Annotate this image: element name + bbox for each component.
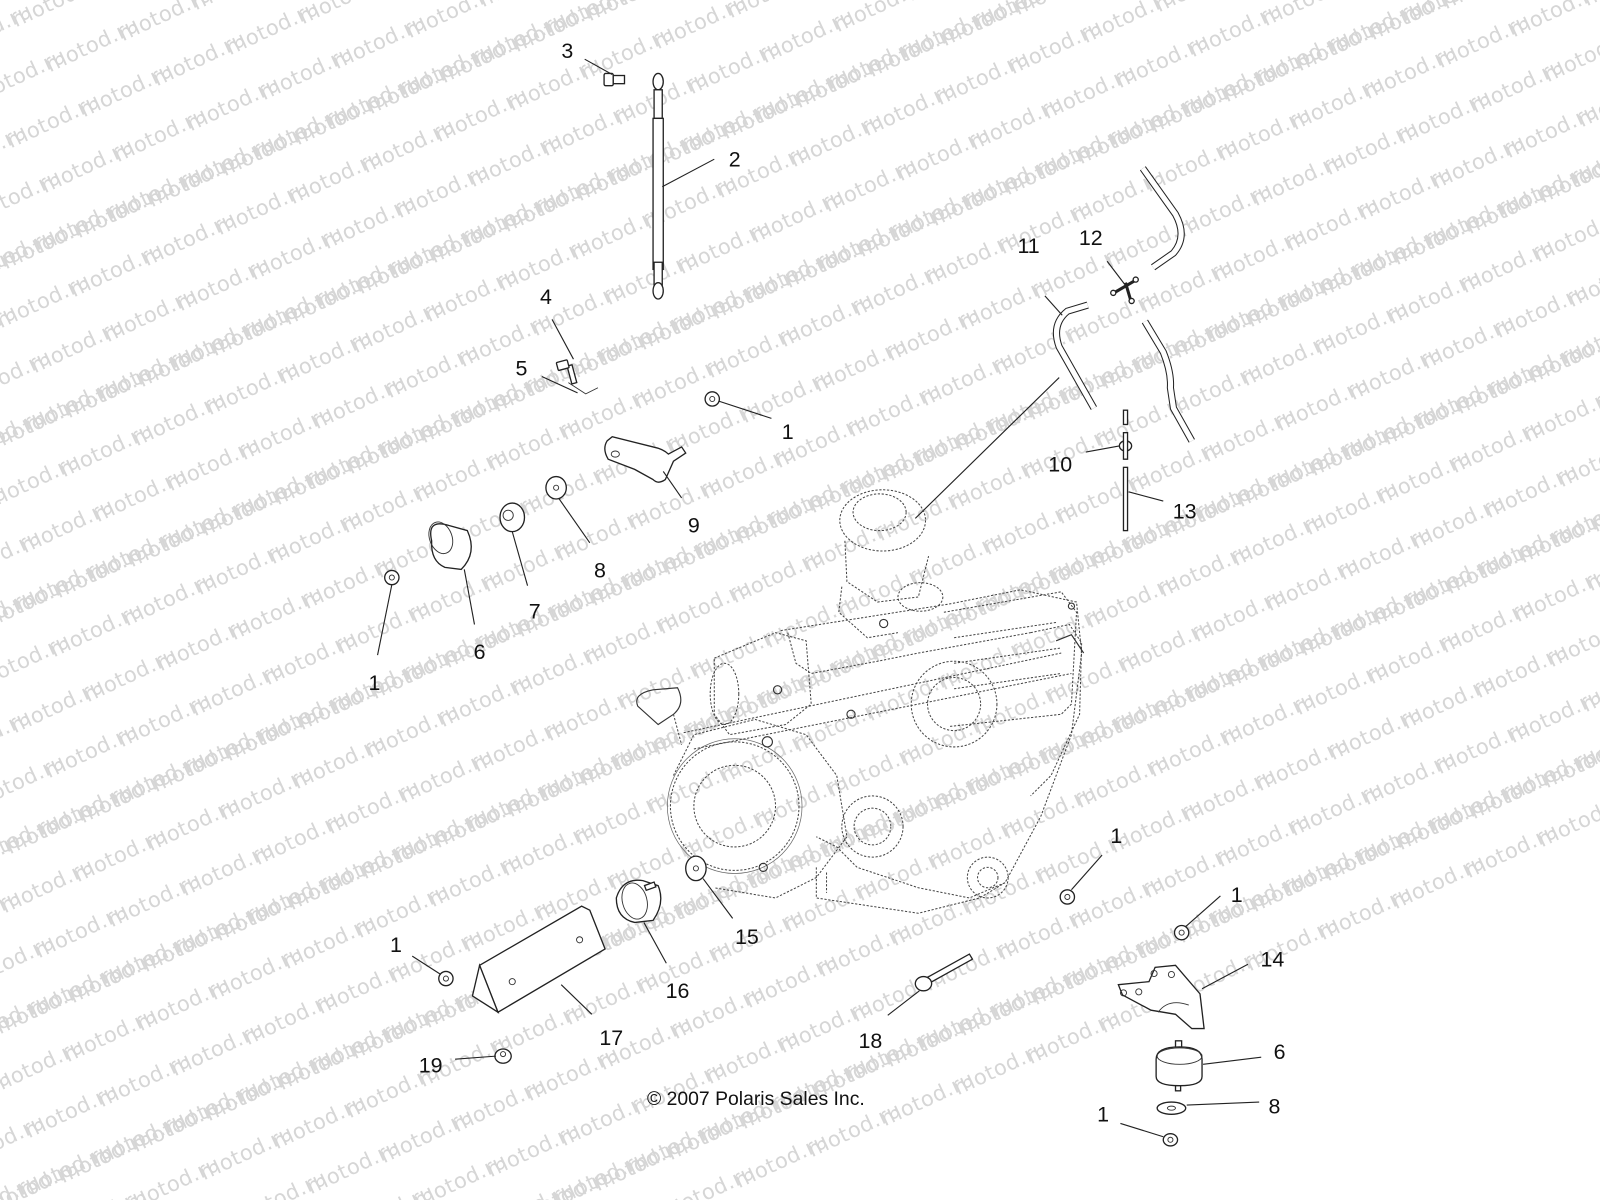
part-8-washer[interactable] (1156, 1101, 1187, 1115)
callout-9: 9 (688, 514, 700, 538)
part-vent-hose-upper[interactable] (1139, 166, 1185, 271)
part-8-washer[interactable] (545, 475, 567, 500)
callout-16: 16 (666, 979, 690, 1003)
part-13-vent-line[interactable] (1122, 466, 1129, 532)
callout-11: 11 (1017, 234, 1039, 258)
copyright-notice: © 2007 Polaris Sales Inc. (647, 1088, 865, 1110)
part-2-ground-cable[interactable] (652, 72, 664, 300)
callout-5: 5 (515, 357, 527, 381)
callout-3: 3 (561, 39, 573, 63)
callout-13: 13 (1173, 499, 1197, 523)
callout-1: 1 (1097, 1102, 1109, 1126)
callout-4: 4 (540, 285, 552, 309)
callout-8: 8 (594, 559, 606, 583)
part-1-nut[interactable] (704, 391, 721, 407)
part-14-mount-bracket[interactable] (1117, 964, 1205, 1030)
callout-6: 6 (1274, 1040, 1286, 1064)
part-18-bolt[interactable] (914, 953, 974, 992)
callout-8: 8 (1269, 1094, 1281, 1118)
part-16-engine-mount[interactable] (615, 879, 662, 924)
callout-1: 1 (782, 420, 794, 444)
callout-10: 10 (1048, 452, 1072, 476)
callout-1: 1 (1110, 824, 1122, 848)
part-6-engine-mount[interactable] (425, 519, 472, 571)
part-9-bracket[interactable] (604, 436, 687, 483)
callout-12: 12 (1079, 226, 1103, 250)
callout-2: 2 (729, 147, 741, 171)
part-17-mount-plate[interactable] (471, 905, 606, 1014)
callout-18: 18 (859, 1029, 883, 1053)
callout-19: 19 (419, 1053, 443, 1077)
part-1-nut[interactable] (1059, 889, 1076, 905)
part-19-nut[interactable] (494, 1048, 512, 1064)
part-6-engine-mount[interactable] (1155, 1040, 1203, 1092)
part-1-nut[interactable] (1173, 924, 1190, 941)
callout-14: 14 (1261, 947, 1285, 971)
part-vent-hose-lower[interactable] (1141, 319, 1195, 443)
callout-1: 1 (369, 671, 381, 695)
callout-15: 15 (735, 925, 759, 949)
part-15-washer[interactable] (685, 855, 707, 882)
part-3-screw[interactable] (603, 72, 626, 87)
engine-assembly (636, 489, 1085, 914)
part-5-clip[interactable] (568, 382, 599, 395)
callout-6: 6 (474, 640, 486, 664)
part-7-spacer[interactable] (499, 502, 526, 533)
part-1-nut[interactable] (438, 970, 454, 987)
part-1-nut[interactable] (384, 569, 400, 586)
callout-1: 1 (1231, 883, 1243, 907)
callout-7: 7 (529, 599, 541, 623)
part-11-vent-hose[interactable] (1052, 301, 1097, 410)
part-1-nut[interactable] (1162, 1133, 1179, 1147)
part-4-screw[interactable] (555, 359, 578, 385)
callout-17: 17 (599, 1026, 623, 1050)
part-12-tee-fitting[interactable] (1110, 276, 1139, 305)
callout-1: 1 (390, 933, 402, 957)
part-10-fitting[interactable] (1118, 409, 1133, 460)
